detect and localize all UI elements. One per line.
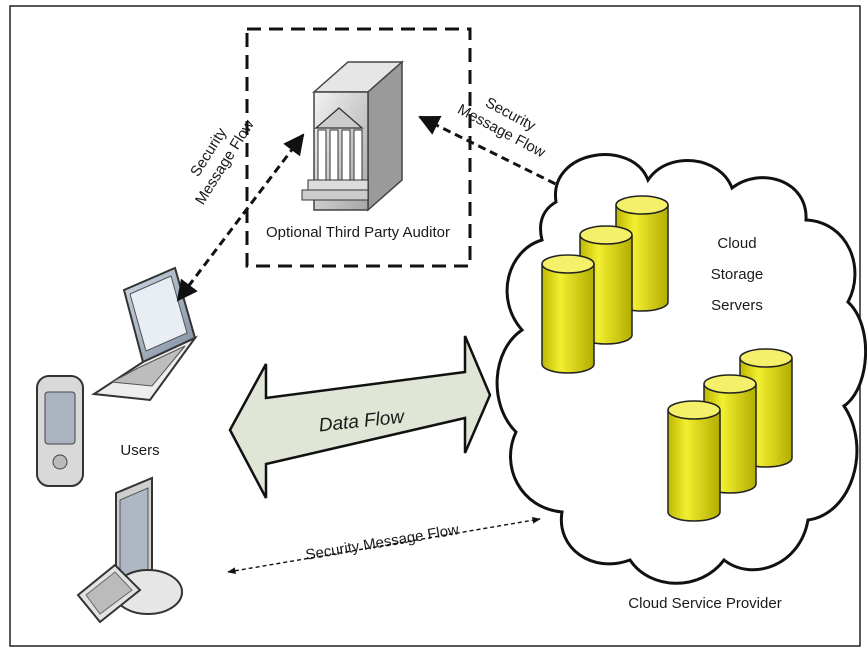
data-flow-arrow <box>228 335 492 499</box>
bottom-flow-label: Security Message Flow <box>304 521 460 564</box>
cloud-label-line1: Cloud <box>717 235 756 252</box>
storage-cylinder <box>541 254 595 374</box>
cloud-label-line2: Storage <box>711 266 764 283</box>
pda-icon <box>36 375 84 487</box>
left-flow-label: Security Message Flow <box>187 117 258 208</box>
cloud-service-provider-label: Cloud Service Provider <box>628 595 781 612</box>
storage-cylinder <box>667 400 721 522</box>
laptop-icon <box>91 266 199 402</box>
storage-server-group-upper <box>541 195 669 374</box>
auditor-label: Optional Third Party Auditor <box>266 224 450 241</box>
storage-server-group-lower <box>667 348 793 522</box>
cloud-label-line3: Servers <box>711 297 763 314</box>
bottom-security-flow-arrow <box>227 516 541 575</box>
auditor-server-icon <box>301 60 404 212</box>
left-security-flow-arrow <box>176 133 305 302</box>
desktop-computer-icon <box>76 476 183 624</box>
users-label: Users <box>120 442 159 459</box>
right-security-flow-arrow <box>418 115 580 197</box>
